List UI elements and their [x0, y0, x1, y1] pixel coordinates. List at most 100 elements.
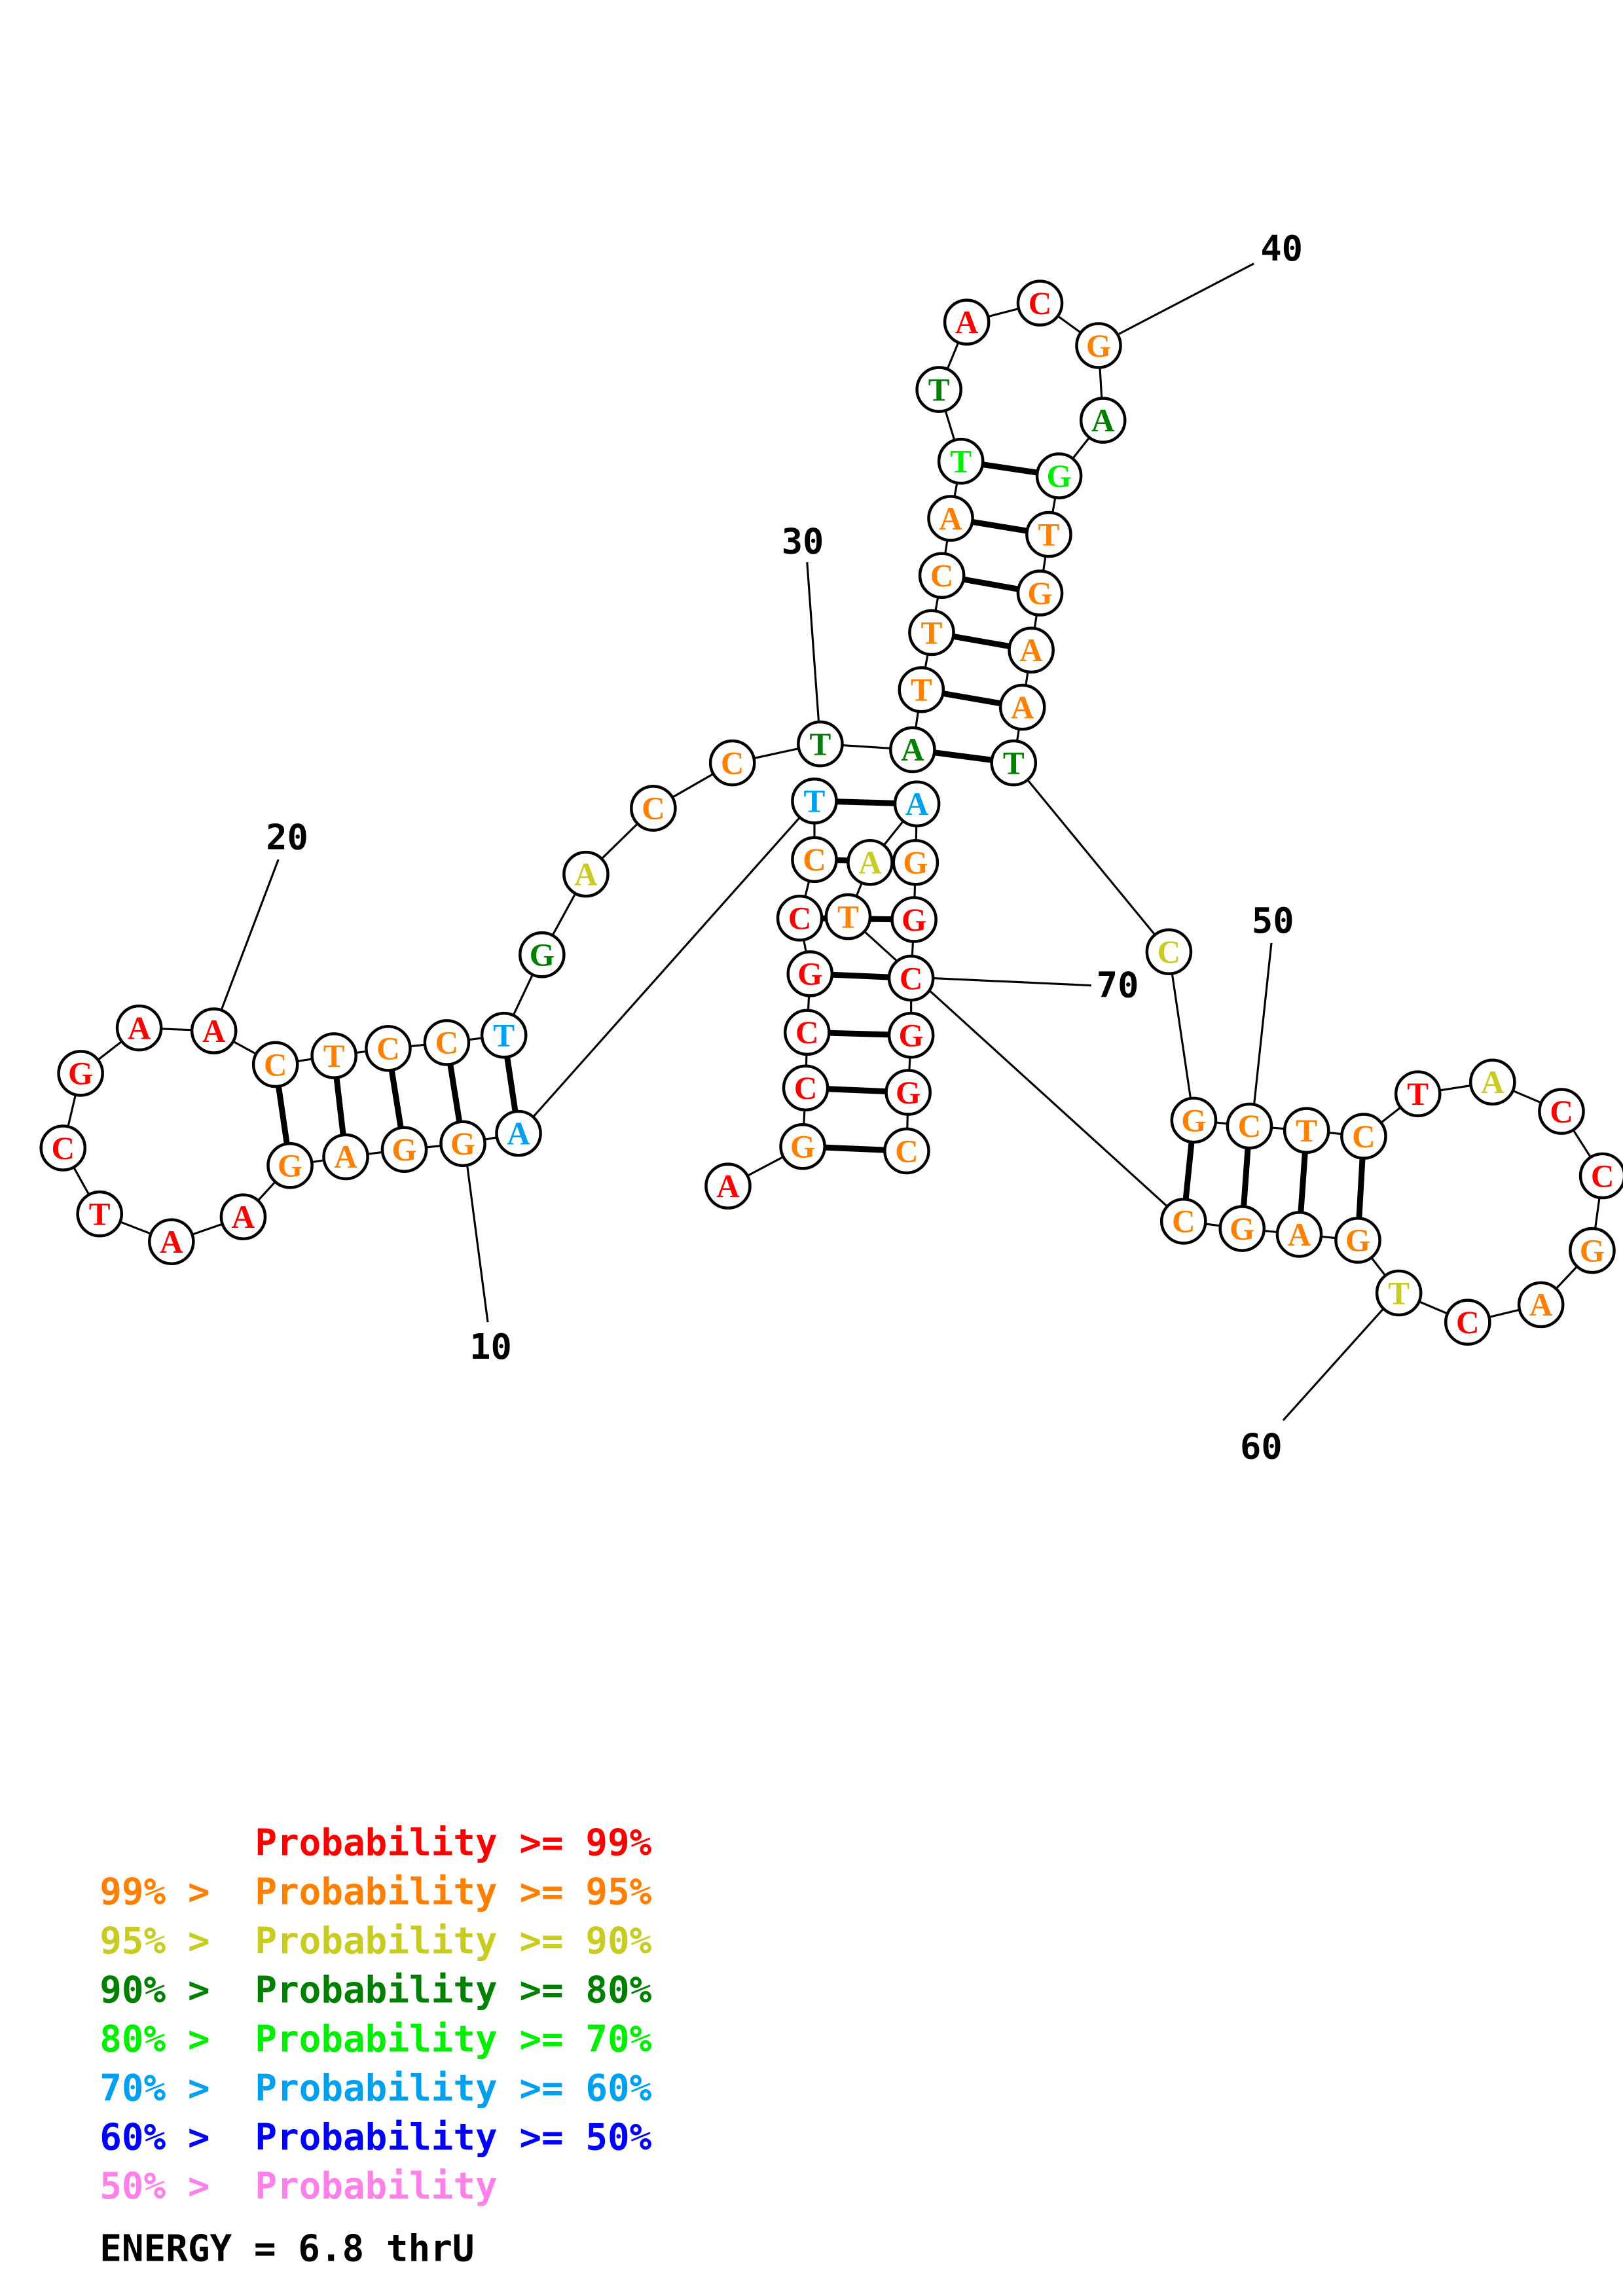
legend-prefix: 90% > [100, 1969, 210, 2011]
nucleotide-7: C [791, 836, 838, 884]
energy-label: ENERGY = 6.8 thrU [100, 2227, 474, 2270]
nucleotide-20: A [190, 1007, 238, 1054]
position-label: 70 [1097, 965, 1139, 1006]
nucleotide-circle [791, 836, 838, 884]
nucleotide-40: G [1075, 322, 1122, 369]
nucleotide-base: C [51, 1130, 75, 1166]
nucleotide-36: T [937, 437, 985, 485]
position-tick-line [1282, 1305, 1387, 1422]
nucleotide-circle [495, 1109, 542, 1157]
nucleotide-base: G [896, 1075, 921, 1111]
nucleotide-39: C [1016, 279, 1064, 327]
nucleotide-circle [1008, 626, 1055, 674]
nucleotide-base: C [435, 1025, 459, 1061]
nucleotide-base: C [376, 1031, 400, 1067]
nucleotide-56: C [1578, 1152, 1623, 1200]
position-tick-line [931, 977, 1091, 987]
position-label: 30 [782, 521, 824, 562]
nucleotide-base: A [716, 1168, 740, 1204]
backbone-segment [517, 800, 816, 1134]
nucleotide-base: G [1580, 1232, 1605, 1268]
nucleotide-72: G [884, 1069, 932, 1116]
nucleotide-base: G [902, 902, 926, 938]
nucleotide-42: G [1035, 452, 1083, 499]
nucleotide-base: C [900, 960, 923, 996]
nucleotide-circle [439, 1120, 486, 1168]
nucleotide-circle [630, 785, 677, 832]
nucleotide-base: C [1029, 285, 1052, 321]
nucleotide-base: C [803, 842, 826, 878]
nucleotide-base: A [128, 1010, 151, 1046]
nucleotide-circle [786, 950, 834, 997]
position-tick-line [1118, 262, 1254, 335]
nucleotide-53: T [1394, 1070, 1442, 1118]
legend-entry: Probability >= 90% [255, 1920, 651, 1962]
nucleotide-9: A [495, 1109, 542, 1157]
nucleotide-circle [883, 1127, 930, 1175]
nucleotide-44: G [1016, 569, 1064, 617]
nucleotide-circle [480, 1011, 528, 1059]
position-label: 40 [1260, 228, 1303, 269]
nucleotide-11: G [380, 1126, 428, 1174]
nucleotide-base: A [1091, 403, 1115, 439]
nucleotide-circle [1016, 569, 1064, 617]
legend-entry: Probability >= 80% [255, 1969, 651, 2011]
nucleotide-10: G [439, 1120, 486, 1168]
legend-entry: Probability >= 60% [255, 2067, 651, 2109]
nucleotide-circle [1394, 1070, 1442, 1118]
nucleotide-base: A [1529, 1287, 1553, 1323]
nucleotide-base: G [1086, 328, 1111, 364]
nucleotide-base: G [1345, 1223, 1370, 1259]
nucleotide-35: A [927, 495, 974, 542]
nucleotide-circle [990, 739, 1038, 787]
nucleotide-base: G [68, 1056, 93, 1092]
nucleotide-circle [39, 1124, 87, 1172]
nucleotide-26: G [519, 931, 566, 978]
nucleotide-19: A [115, 1004, 163, 1052]
nucleotide-base: G [1181, 1102, 1206, 1138]
position-tick-line [1252, 942, 1273, 1107]
nucleotide-base: A [232, 1199, 255, 1235]
nucleotide-base: T [928, 372, 950, 408]
nucleotide-circle [791, 777, 838, 825]
nucleotide-27: A [562, 850, 610, 898]
nucleotide-25: T [480, 1011, 528, 1059]
nucleotide-37: T [915, 366, 962, 413]
nucleotide-base: G [790, 1129, 815, 1165]
nucleotide-55: C [1538, 1088, 1585, 1135]
nucleotide-circle [927, 495, 974, 542]
nucleotide-58: A [1517, 1281, 1565, 1329]
nucleotide-base: C [1550, 1094, 1573, 1130]
nucleotide-base: G [278, 1148, 302, 1184]
nucleotide-circle [310, 1032, 357, 1079]
nucleotide-67: A [893, 780, 941, 828]
nucleotide-circle [266, 1142, 314, 1189]
nucleotide-circle [1075, 322, 1122, 369]
nucleotide-49: G [1170, 1096, 1218, 1144]
nucleotide-circle [365, 1025, 412, 1072]
nucleotide-43: T [1025, 511, 1072, 558]
position-label: 60 [1240, 1426, 1283, 1467]
nucleotide-circle [190, 1007, 238, 1054]
nucleotide-base: A [955, 304, 979, 340]
nucleotide-circle [1375, 1269, 1423, 1317]
nucleotide-circle [887, 1011, 935, 1059]
nucleotide-base: A [202, 1013, 226, 1049]
nucleotide-6: C [776, 894, 824, 942]
nucleotide-34: C [918, 552, 966, 600]
nucleotide-circle [1016, 279, 1064, 327]
nucleotide-1: A [704, 1162, 752, 1210]
nucleotide-circle [1444, 1299, 1491, 1346]
nucleotide-base: A [1011, 689, 1034, 725]
nucleotide-base: A [1288, 1217, 1311, 1253]
nucleotide-30: T [797, 720, 844, 768]
nucleotide-circle [1218, 1205, 1266, 1252]
legend-entry: Probability [255, 2165, 497, 2208]
nucleotide-3: C [782, 1064, 830, 1112]
nucleotide-base: C [895, 1133, 919, 1169]
nucleotide-base: G [797, 956, 822, 992]
nucleotide-54: A [1469, 1058, 1516, 1106]
nucleotide-68: G [892, 838, 939, 886]
